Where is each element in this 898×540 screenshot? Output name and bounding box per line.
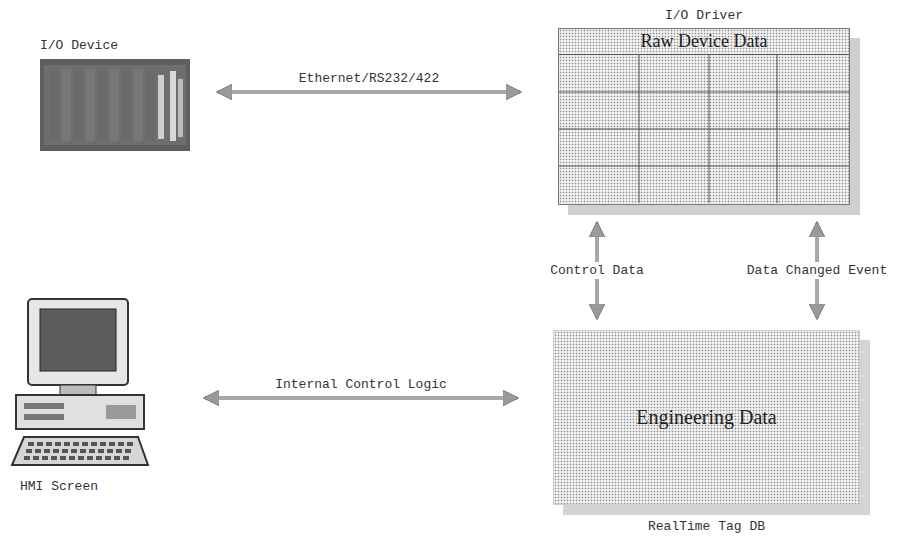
node-caption: HMI Screen [20,479,160,494]
connector-label: Ethernet/RS232/422 [296,70,442,87]
device-figure [40,59,190,151]
connector-arrow [205,396,517,400]
tag-database: Engineering DataRealTime Tag DB [553,330,860,534]
hmi-screen: HMI Screen [10,295,160,494]
table-header: Raw Device Data [559,29,849,55]
connector-label: Data Changed Event [744,262,890,279]
node-caption: RealTime Tag DB [553,519,860,534]
connector-arrow [218,90,520,94]
plc-rack-illustration [40,59,190,151]
database-box: Engineering Data [553,330,860,505]
data-table: Raw Device Data [558,28,850,205]
table-title: Raw Device Data [563,31,845,52]
node-heading: I/O Device [40,38,190,53]
computer-illustration [10,295,150,473]
table-grid [559,55,849,203]
node-heading: I/O Driver [558,8,850,23]
io-driver: I/O DriverRaw Device Data [558,8,850,205]
connector-label: Internal Control Logic [272,376,450,393]
connector-label: Control Data [547,262,647,279]
computer-figure [10,295,150,473]
box-title: Engineering Data [636,406,777,429]
io-device: I/O Device [40,38,190,151]
